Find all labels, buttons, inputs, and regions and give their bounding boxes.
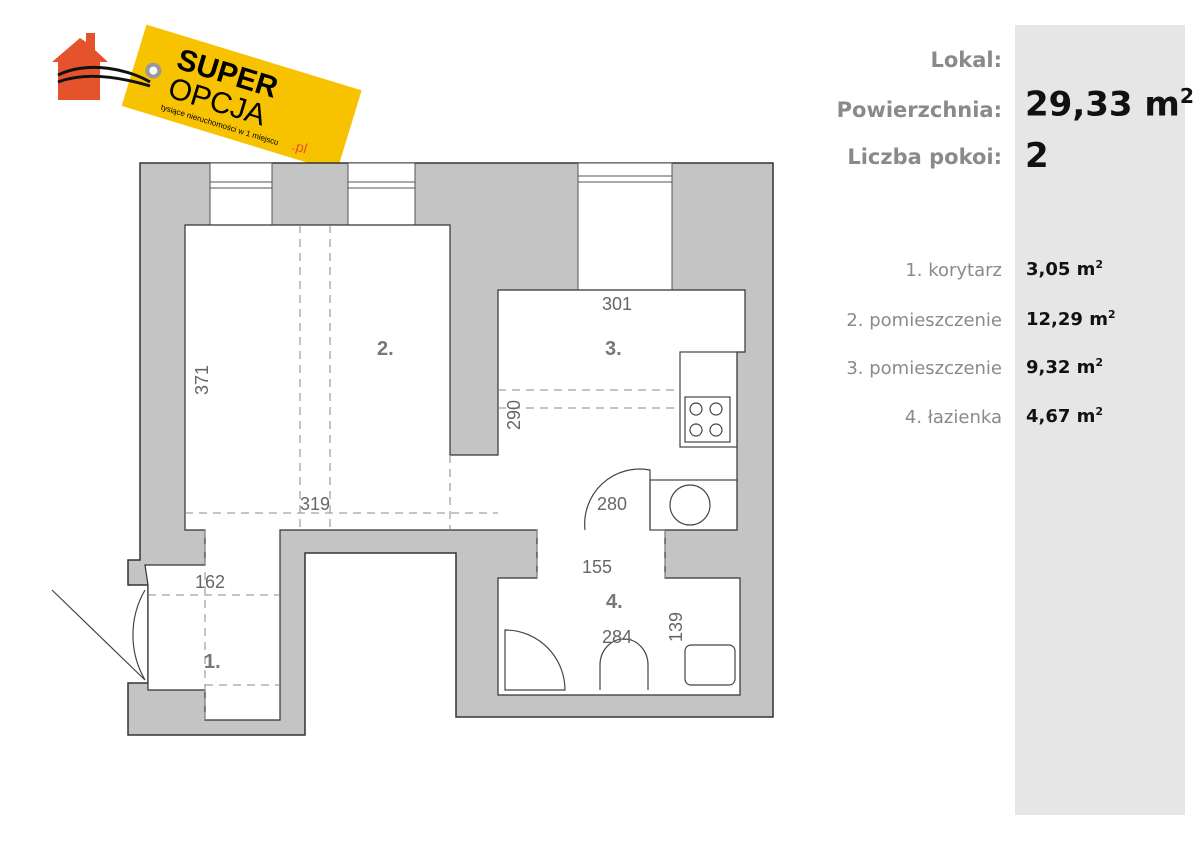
entrance-door-swing: [51, 589, 146, 681]
room-4-label: 4. łazienka: [904, 407, 1002, 428]
logo-house-icon: [52, 33, 108, 100]
room-number-1: 1.: [204, 651, 221, 673]
room-4-area: 4,67 m2: [1026, 405, 1103, 427]
room-3-label: 3. pomieszczenie: [846, 358, 1002, 379]
dim-155: 155: [582, 557, 612, 577]
dim-301: 301: [602, 294, 632, 314]
door-swing-room3: [584, 468, 651, 531]
dim-371: 371: [192, 365, 212, 395]
room-3-area: 9,32 m2: [1026, 356, 1103, 378]
washbasin-icon: [599, 638, 649, 690]
area-label: Powierzchnia:: [836, 98, 1002, 122]
room-2-label: 2. pomieszczenie: [846, 310, 1002, 331]
dim-139: 139: [666, 612, 686, 642]
area-value: 29,33 m2: [1025, 84, 1195, 125]
room-1-label: 1. korytarz: [905, 260, 1002, 281]
room-number-3: 3.: [605, 338, 622, 360]
kitchen-sink-icon: [669, 484, 711, 526]
dimension-lines: [148, 225, 680, 720]
lokal-label: Lokal:: [930, 48, 1002, 72]
dim-319: 319: [300, 494, 330, 514]
room-number-2: 2.: [377, 338, 394, 360]
dim-162: 162: [195, 572, 225, 592]
logo: SUPER OPCJA tysiące nieruchomości w 1 mi…: [52, 24, 362, 172]
shower-icon: [504, 629, 566, 691]
stove-icon: [684, 396, 731, 443]
info-panel-background: [1015, 25, 1185, 815]
room-1-area: 3,05 m2: [1026, 258, 1103, 280]
room-2: [144, 224, 746, 721]
kitchen-counter: [679, 351, 738, 448]
dim-290: 290: [504, 400, 524, 430]
logo-domain: .pl: [290, 137, 309, 157]
dim-280: 280: [597, 494, 627, 514]
rooms-count-label: Liczba pokoi:: [847, 145, 1002, 169]
rooms-count-value: 2: [1025, 136, 1049, 176]
dim-284: 284: [602, 627, 632, 647]
logo-tag: [121, 24, 362, 172]
toilet-icon: [684, 644, 736, 686]
room-number-4: 4.: [606, 591, 623, 613]
room-2-area: 12,29 m2: [1026, 308, 1116, 330]
floor-plan: SUPER OPCJA tysiące nieruchomości w 1 mi…: [51, 24, 774, 736]
